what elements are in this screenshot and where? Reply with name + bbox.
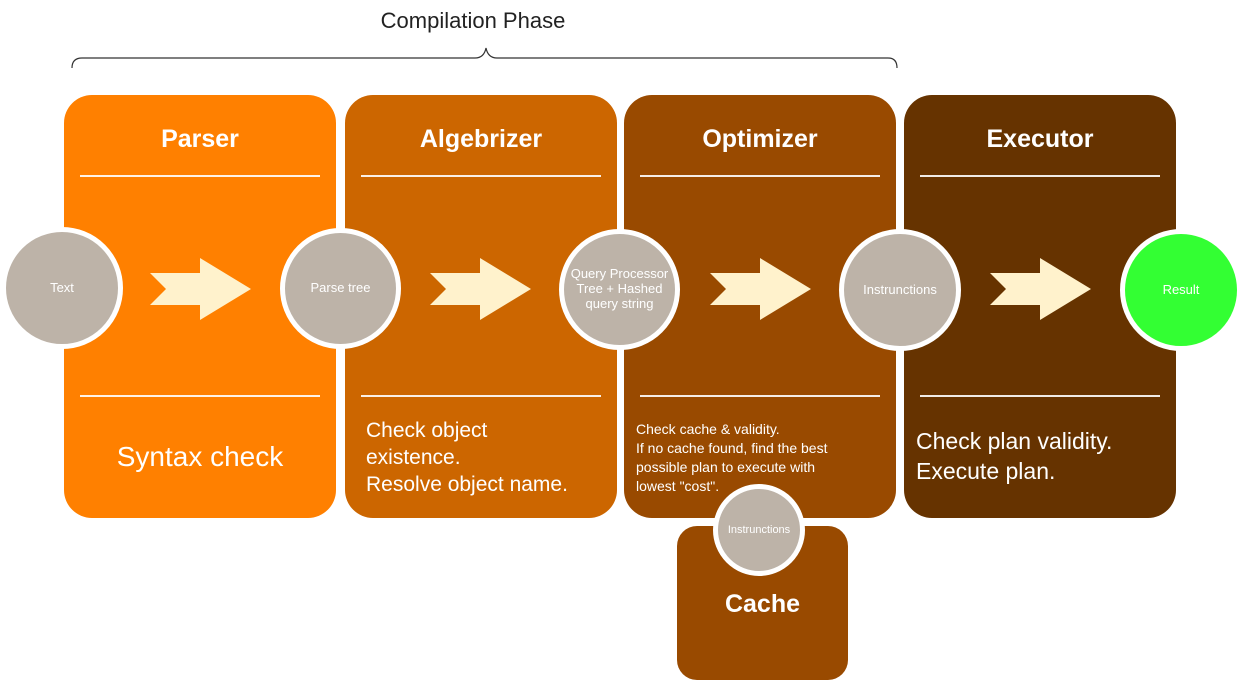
node-result: Result <box>1120 229 1241 351</box>
divider <box>920 175 1160 177</box>
node-label: Instrunctions <box>727 523 791 536</box>
flow-arrow-icon <box>990 258 1091 320</box>
divider <box>640 395 880 397</box>
stage-title: Executor <box>986 125 1094 153</box>
divider <box>361 395 601 397</box>
node-label: Instrunctions <box>863 281 937 297</box>
node-label: Text <box>50 279 74 295</box>
node-parse-tree: Parse tree <box>280 228 401 349</box>
compilation-phase-label: Compilation Phase <box>380 8 566 33</box>
stage-description: Check plan validity. Execute plan. <box>916 428 1113 484</box>
stage-title: Optimizer <box>702 125 818 153</box>
node-label: Result <box>1162 281 1200 297</box>
stage-title: Algebrizer <box>419 125 543 153</box>
stage-description: Syntax check <box>116 441 284 472</box>
divider <box>640 175 880 177</box>
divider <box>920 395 1160 397</box>
flow-arrow-icon <box>710 258 811 320</box>
divider <box>80 175 320 177</box>
stage-description: Check object existence. Resolve object n… <box>366 419 568 496</box>
divider <box>361 175 601 177</box>
stage-title: Parser <box>161 125 239 153</box>
node-instructions: Instrunctions <box>839 229 961 351</box>
flow-arrow-icon <box>150 258 251 320</box>
node-text: Text <box>1 227 123 349</box>
stage-description: Check cache & validity. If no cache foun… <box>636 421 828 494</box>
cache-title: Cache <box>724 590 801 618</box>
node-query-processor-tree: Query Processor Tree + Hashed query stri… <box>559 229 680 350</box>
divider <box>80 395 320 397</box>
compilation-phase-brace <box>71 47 898 69</box>
flow-arrow-icon <box>430 258 531 320</box>
node-label: Query Processor Tree + Hashed query stri… <box>570 266 669 311</box>
node-cache-instructions: Instrunctions <box>713 484 805 576</box>
node-label: Parse tree <box>310 280 371 296</box>
